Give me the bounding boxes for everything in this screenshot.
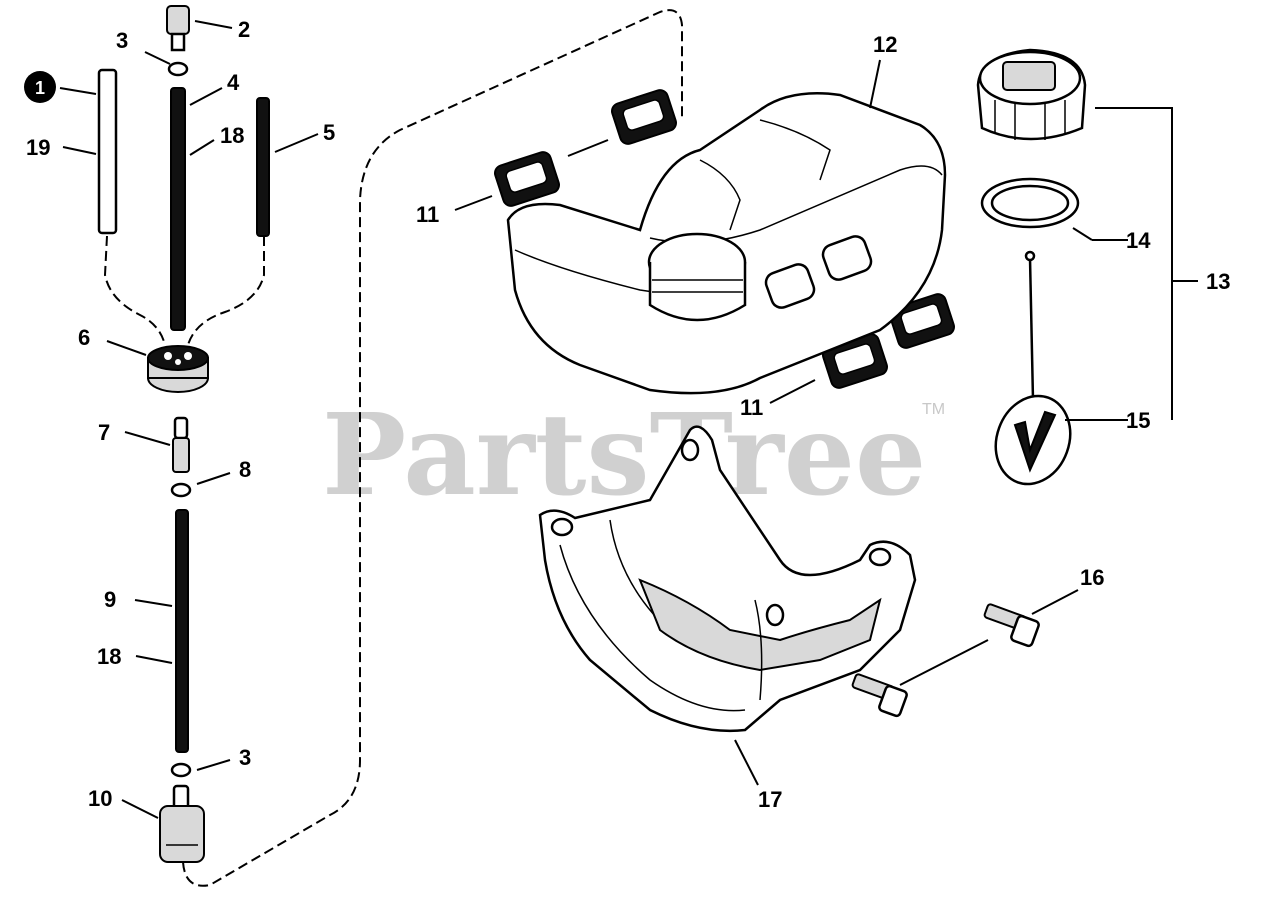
part-6-grommet[interactable] — [147, 345, 209, 393]
callout-7[interactable]: 7 — [98, 420, 110, 445]
part-15-strap[interactable] — [984, 250, 1082, 495]
callout-2[interactable]: 2 — [238, 17, 250, 42]
callout-4[interactable]: 4 — [227, 70, 240, 95]
part-10-fuel-filter[interactable] — [159, 784, 205, 863]
part-11-grommet-b[interactable] — [610, 88, 678, 146]
part-7-joint[interactable] — [172, 416, 190, 473]
part-12-fuel-tank[interactable] — [506, 92, 947, 395]
callout-18-top[interactable]: 18 — [220, 123, 244, 148]
callout-14[interactable]: 14 — [1126, 228, 1151, 253]
callout-13[interactable]: 13 — [1206, 269, 1230, 294]
fuel-line-route — [182, 9, 683, 887]
callout-19[interactable]: 19 — [26, 135, 50, 160]
part-17-bracket[interactable] — [538, 425, 917, 733]
part-16-bolt-b[interactable] — [851, 673, 908, 718]
pipe-19-route — [103, 235, 166, 346]
part-2-fitting[interactable] — [166, 5, 190, 52]
callout-11-top[interactable]: 11 — [416, 202, 439, 227]
part-8-oring[interactable] — [170, 482, 192, 498]
callout-9[interactable]: 9 — [104, 587, 116, 612]
part-13-fuel-cap[interactable] — [976, 48, 1087, 141]
part-4-fuel-tube[interactable] — [170, 87, 186, 331]
callout-12[interactable]: 12 — [873, 32, 897, 57]
callout-15[interactable]: 15 — [1126, 408, 1150, 433]
part-3-oring-top[interactable] — [167, 61, 189, 77]
watermark-trademark: TM — [922, 401, 945, 418]
callout-1[interactable]: 1 — [35, 78, 45, 98]
pipe-5-route — [187, 236, 265, 346]
callout-10[interactable]: 10 — [88, 786, 112, 811]
group-13-bracket — [1095, 107, 1198, 420]
part-14-gasket[interactable] — [980, 177, 1080, 229]
callout-11-bottom[interactable]: 11 — [740, 395, 763, 420]
leader-lines — [59, 20, 1128, 819]
part-16-bolt-a[interactable] — [983, 603, 1040, 648]
part-9-fuel-tube[interactable] — [175, 509, 189, 753]
callout-5[interactable]: 5 — [323, 120, 335, 145]
part-3-oring-bottom[interactable] — [170, 762, 192, 778]
part-5-return-tube[interactable] — [256, 97, 270, 237]
callout-16[interactable]: 16 — [1080, 565, 1104, 590]
part-11-grommet-a[interactable] — [493, 150, 561, 208]
callout-17[interactable]: 17 — [758, 787, 782, 812]
part-19-pipe[interactable] — [97, 68, 118, 235]
callout-8[interactable]: 8 — [239, 457, 251, 482]
callout-3-bottom[interactable]: 3 — [239, 745, 251, 770]
watermark-text: PartsTree — [322, 390, 926, 521]
callout-6[interactable]: 6 — [78, 325, 90, 350]
callout-3-top[interactable]: 3 — [116, 28, 128, 53]
item-1-badge — [24, 71, 56, 103]
callout-18-bottom[interactable]: 18 — [97, 644, 121, 669]
